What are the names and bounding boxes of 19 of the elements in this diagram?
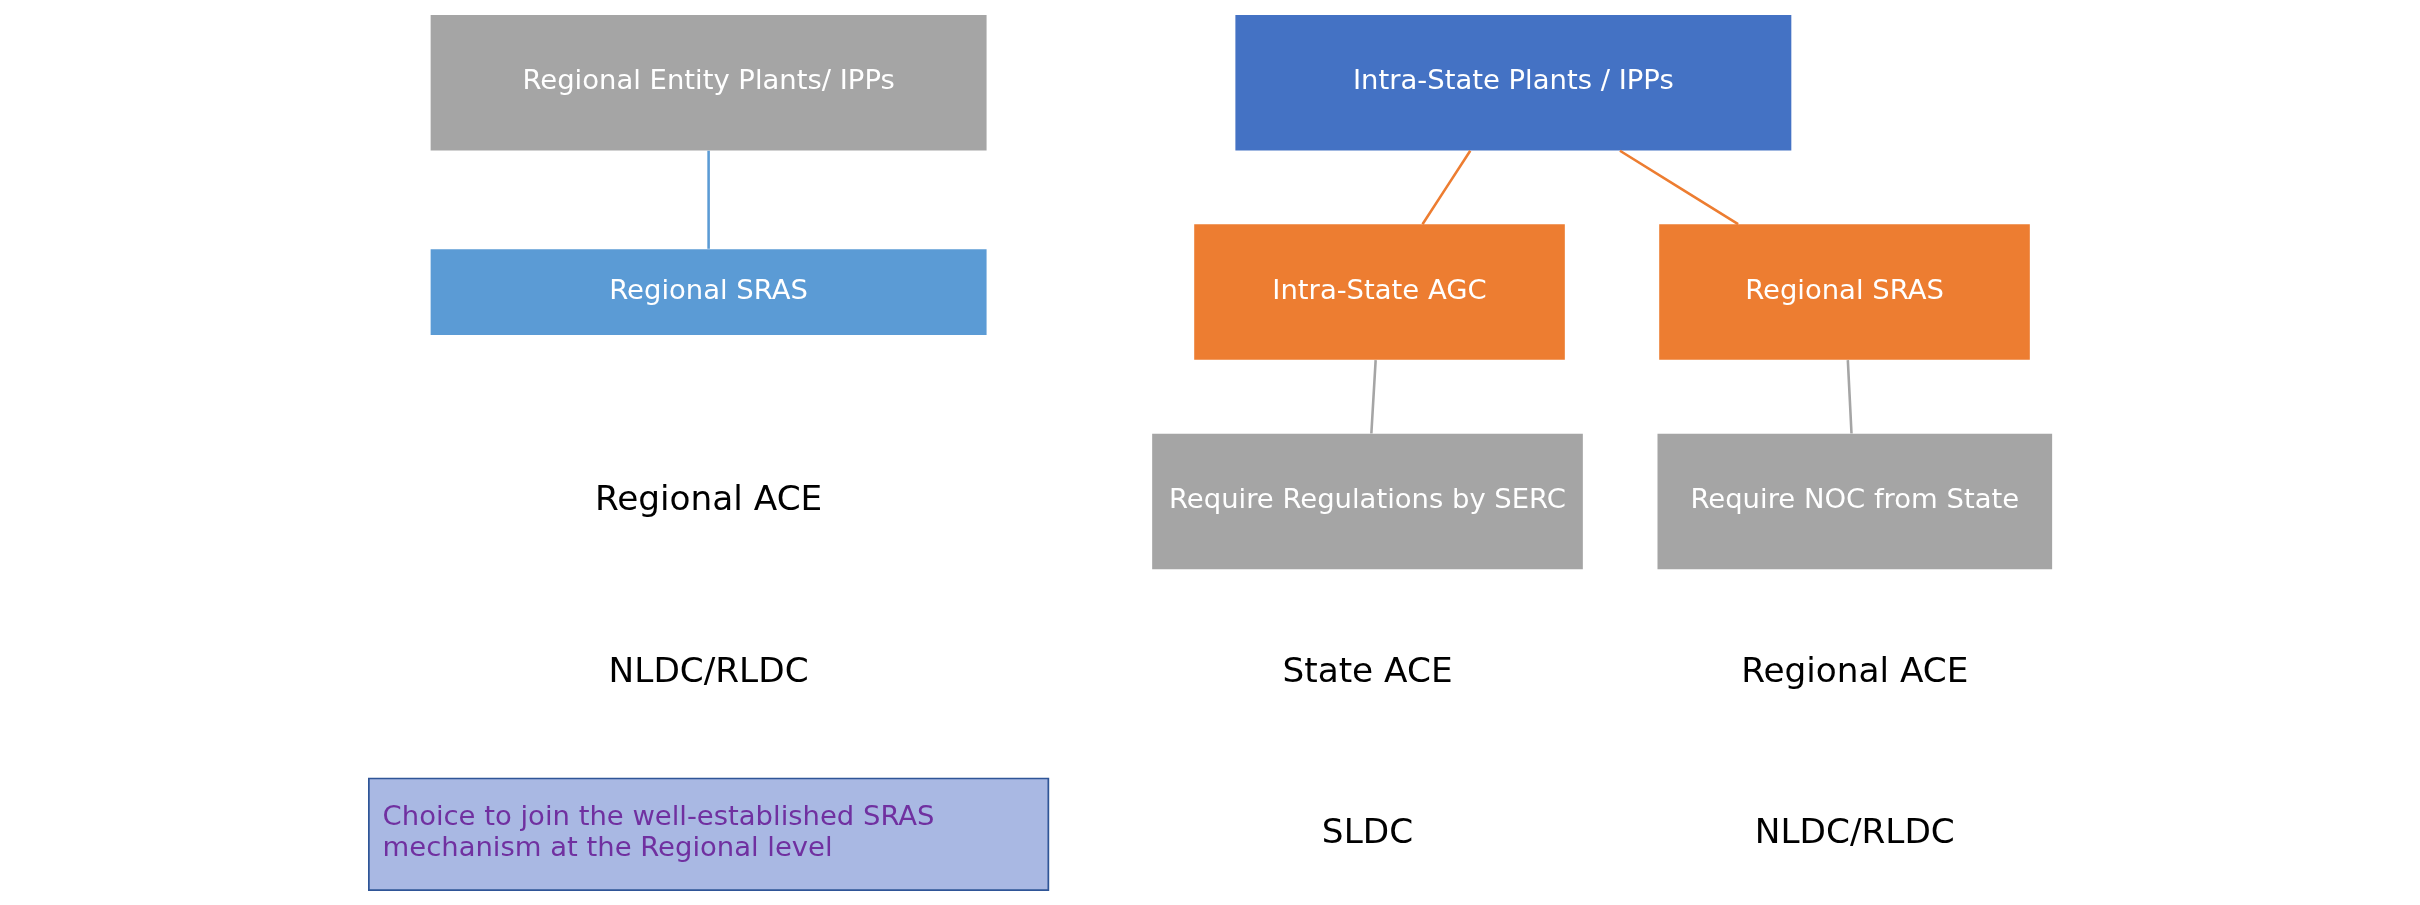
node-box: Choice to join the well-established SRAS mechanism at the Regional level <box>367 777 1049 891</box>
node-box: Regional SRAS <box>1658 224 2030 360</box>
node-box: Intra-State Plants / IPPs <box>1234 14 1791 151</box>
node-box: Require NOC from State <box>1657 433 2052 570</box>
node-box: Regional Entity Plants/ IPPs <box>430 14 987 151</box>
label: NLDC/RLDC <box>608 650 809 691</box>
connector <box>1846 360 1853 434</box>
connector <box>706 150 710 249</box>
label: NLDC/RLDC <box>1754 810 1955 851</box>
node-box: Intra-State AGC <box>1193 224 1565 360</box>
connector <box>1618 149 1739 226</box>
label: Regional ACE <box>1740 650 1968 691</box>
node-box: Require Regulations by SERC <box>1151 433 1583 570</box>
connector <box>1369 360 1377 434</box>
label: SLDC <box>1321 810 1413 851</box>
node-box: Regional SRAS <box>430 249 987 335</box>
connector <box>1420 150 1471 225</box>
label: Regional ACE <box>594 477 822 518</box>
label: State ACE <box>1281 650 1453 691</box>
